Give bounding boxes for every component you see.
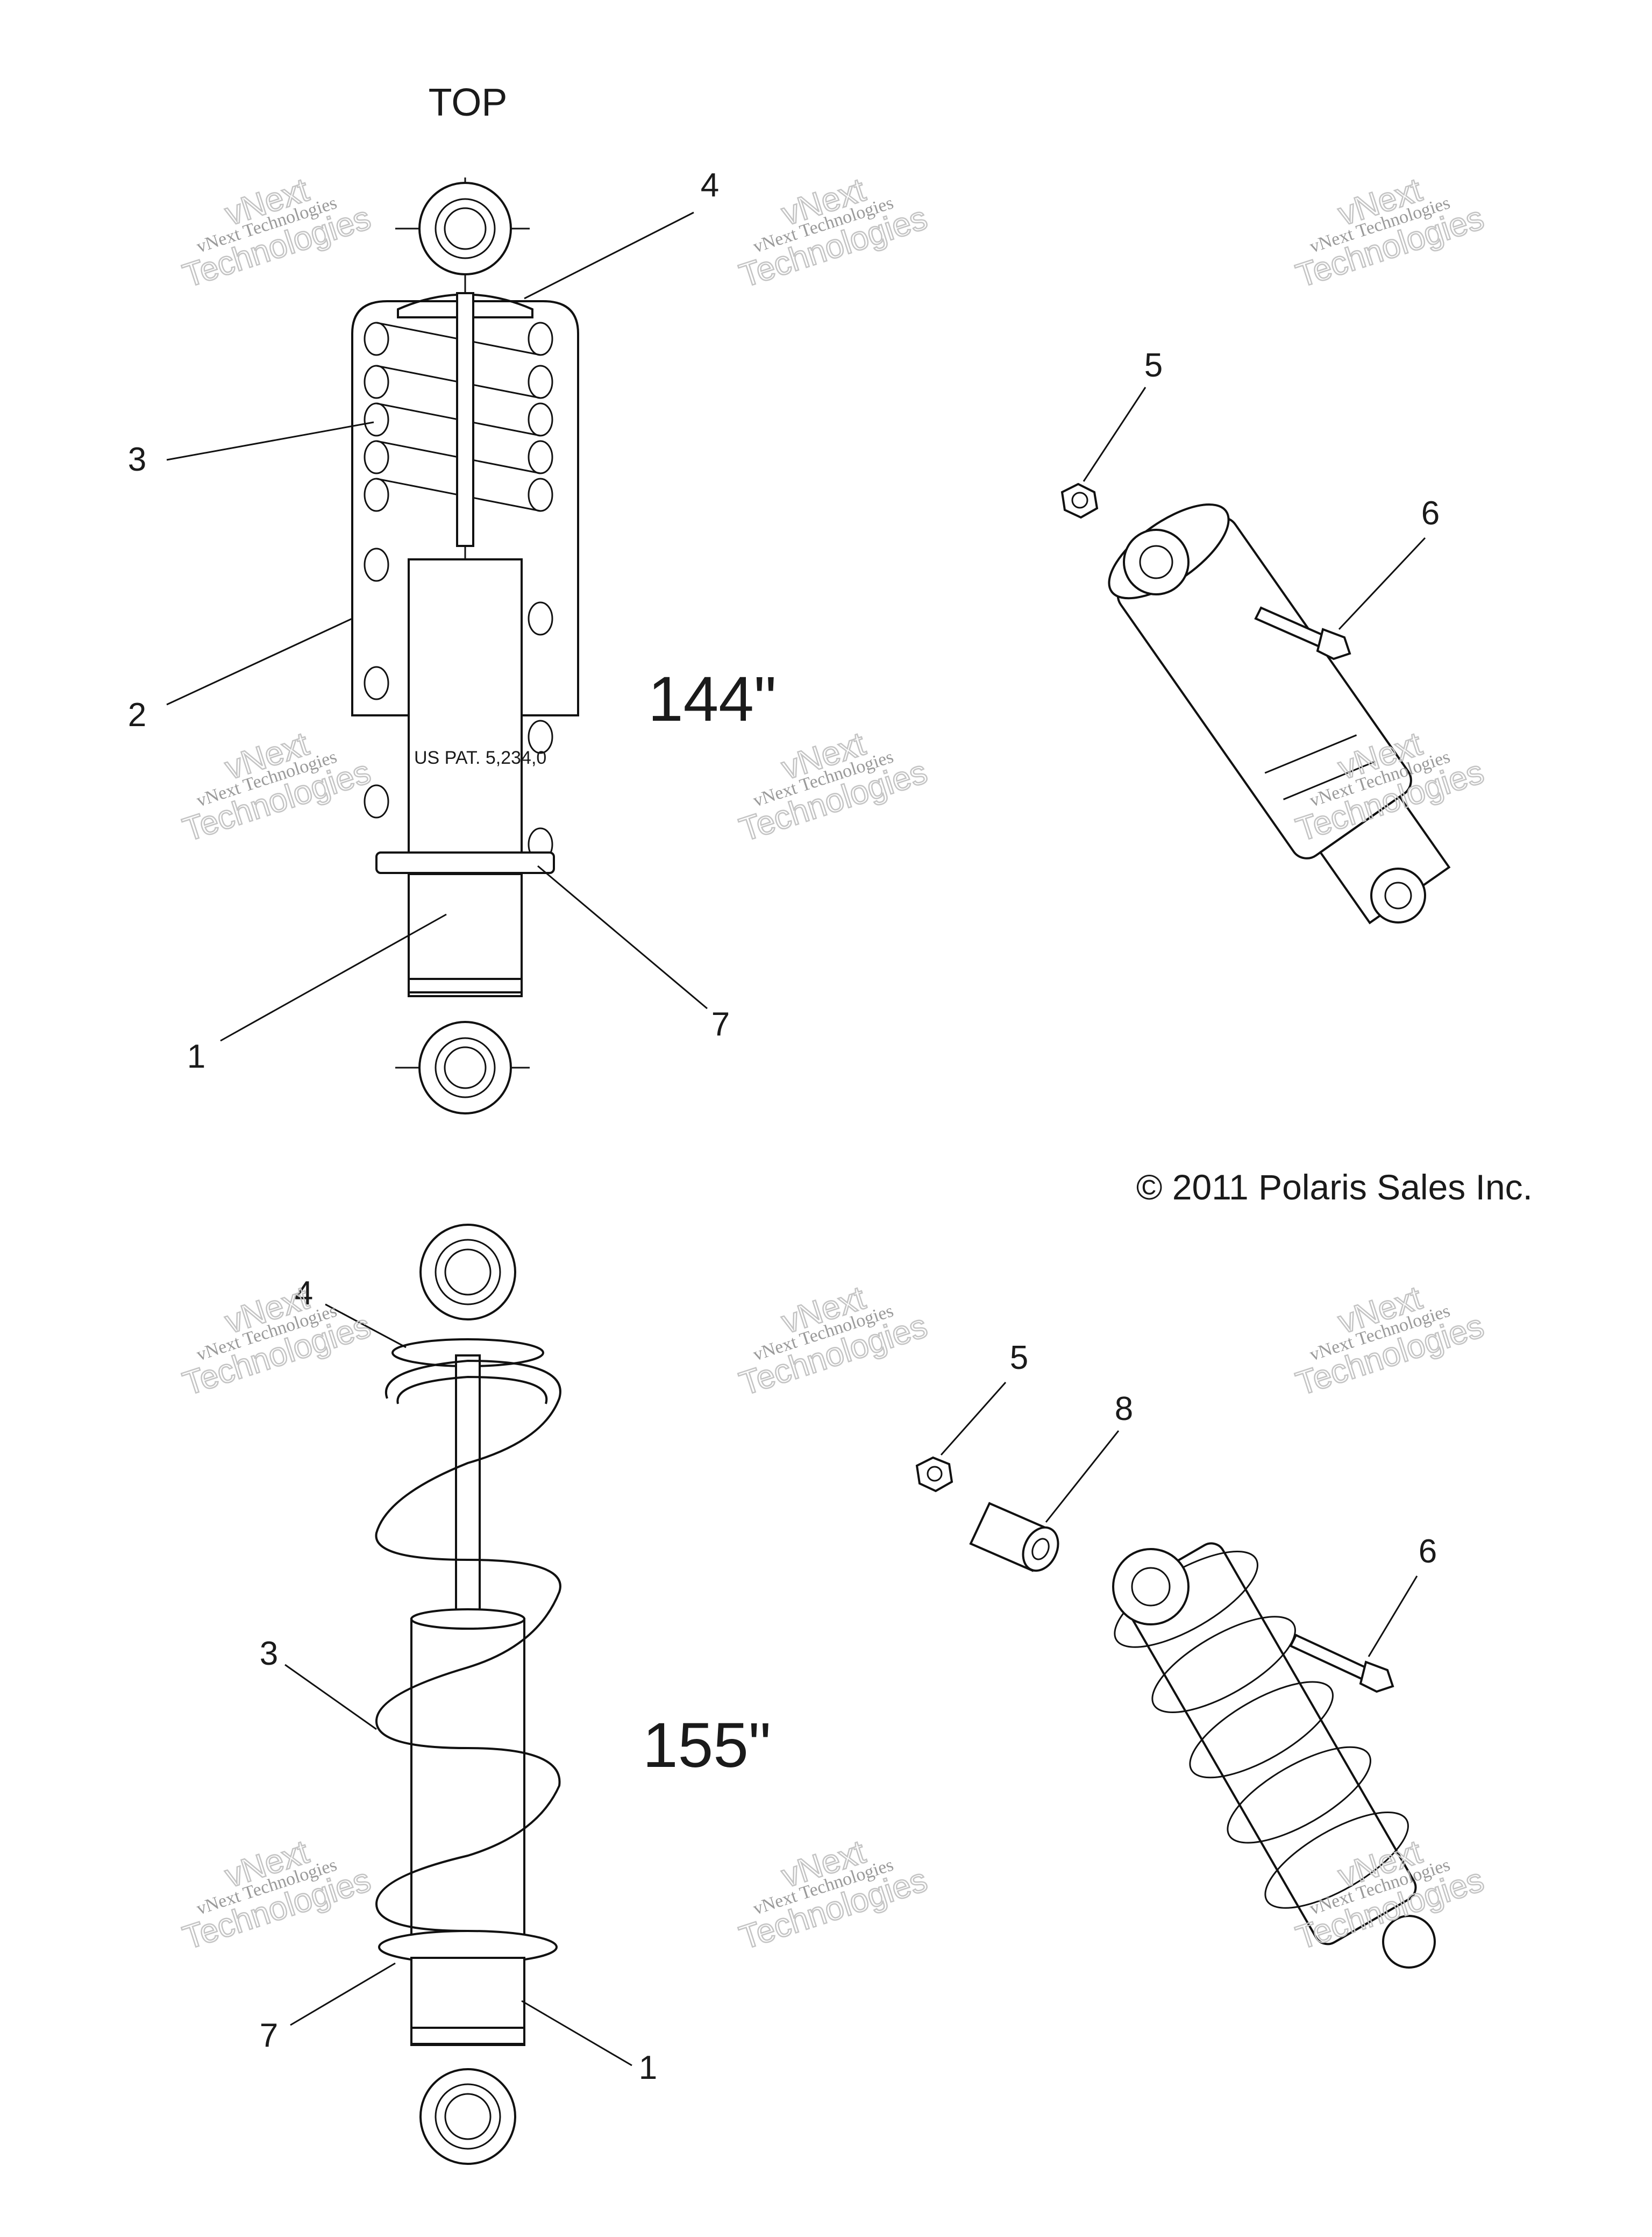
patent-stamp: US PAT. 5,234,0 — [414, 748, 546, 768]
callout-7: 7 — [711, 1006, 730, 1043]
callout-3: 3 — [260, 1635, 278, 1672]
callout-1: 1 — [187, 1038, 205, 1075]
callout-6: 6 — [1421, 495, 1440, 532]
callout-2: 2 — [128, 697, 146, 734]
size-label-155: 155" — [643, 1710, 771, 1781]
callout-5: 5 — [1010, 1339, 1028, 1376]
callout-6: 6 — [1419, 1533, 1437, 1570]
shock-155-hardware: 5 8 6 — [915, 1339, 1437, 1969]
shock-144-assembly: TOP US PAT. 5,234,0 — [128, 81, 777, 1114]
size-label-144: 144" — [648, 664, 777, 735]
shock-144-hardware: 5 6 — [1060, 347, 1451, 925]
shock-155-assembly: 4 3 7 1 155" — [260, 1224, 771, 2165]
callout-4: 4 — [701, 167, 719, 204]
callout-7: 7 — [260, 2017, 278, 2054]
callout-5: 5 — [1144, 347, 1163, 384]
callout-3: 3 — [128, 441, 146, 478]
copyright-text: © 2011 Polaris Sales Inc. — [1136, 1167, 1533, 1207]
callout-8: 8 — [1115, 1390, 1133, 1428]
top-label: TOP — [429, 81, 508, 124]
callout-1: 1 — [639, 2049, 657, 2086]
callout-4: 4 — [295, 1275, 313, 1312]
